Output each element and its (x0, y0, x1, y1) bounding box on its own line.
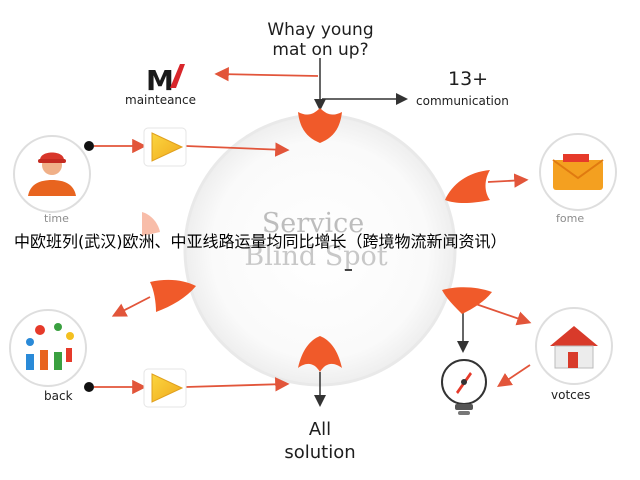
right-middle-connectors (457, 301, 532, 387)
petal-top (298, 108, 342, 143)
play-button-top (143, 127, 187, 167)
people-icon (9, 309, 87, 387)
left-middle-connector (111, 296, 151, 317)
left-top-connectors (84, 138, 290, 157)
maintenance-logo: M (146, 64, 185, 97)
bottom-label: All solution (284, 419, 356, 463)
petal-left-faded (142, 212, 160, 236)
svg-text:M: M (146, 64, 174, 97)
bottom-connectors (84, 372, 326, 407)
mail-icon (539, 133, 617, 211)
orange-petals (142, 108, 492, 372)
time-label: time (44, 212, 69, 225)
fome-label: fome (556, 212, 585, 225)
votes-label: votces (551, 388, 591, 402)
svg-text:Service: Service (262, 208, 364, 239)
maintenance-label: mainteance (125, 93, 197, 107)
right-top-connector (487, 173, 529, 188)
petal-left-middle (150, 279, 196, 312)
center-title: Service Blind Spot (244, 208, 387, 272)
house-icon (535, 307, 613, 385)
top-connectors (214, 58, 408, 111)
communication-number: 13+ (448, 68, 489, 90)
play-button-bottom (143, 368, 187, 408)
petal-right-top (445, 170, 490, 203)
svg-text:Blind Spot: Blind Spot (244, 241, 387, 272)
person-icon (13, 135, 91, 213)
petal-right-middle (442, 287, 492, 314)
petal-bottom (298, 336, 342, 372)
compass-icon (441, 359, 487, 415)
communication-label: communication (416, 94, 509, 108)
back-label: back (44, 389, 73, 403)
news-headline-banner: 中欧班列(武汉)欧洲、中亚线路运量均同比增长（跨境物流新闻资讯） (14, 232, 507, 251)
top-question: Whay young mat on up? (267, 20, 374, 60)
